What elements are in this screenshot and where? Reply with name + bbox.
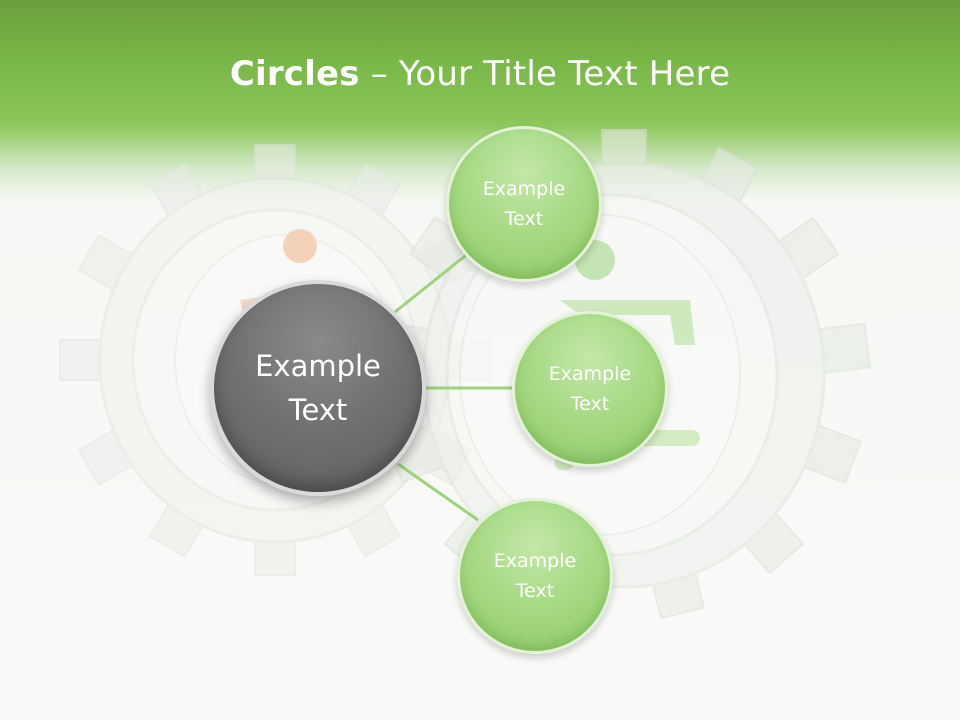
slide-title-rest: – Your Title Text Here <box>359 54 731 94</box>
node-circle-middle[interactable]: Example Text <box>512 311 668 467</box>
node-circle-top-label: Example Text <box>482 178 566 230</box>
node-circle-top[interactable]: Example Text <box>446 126 602 282</box>
slide-title: Circles – Your Title Text Here <box>0 52 960 96</box>
node-circle-bottom[interactable]: Example Text <box>457 498 613 654</box>
node-circle-bottom-label: Example Text <box>493 550 577 602</box>
connector-bottom <box>397 462 479 522</box>
center-circle-label: Example Text <box>255 349 381 427</box>
node-circle-middle-label: Example Text <box>548 363 632 415</box>
connector-top <box>394 250 471 314</box>
center-circle[interactable]: Example Text <box>210 280 426 496</box>
slide-title-bold: Circles <box>229 54 360 94</box>
